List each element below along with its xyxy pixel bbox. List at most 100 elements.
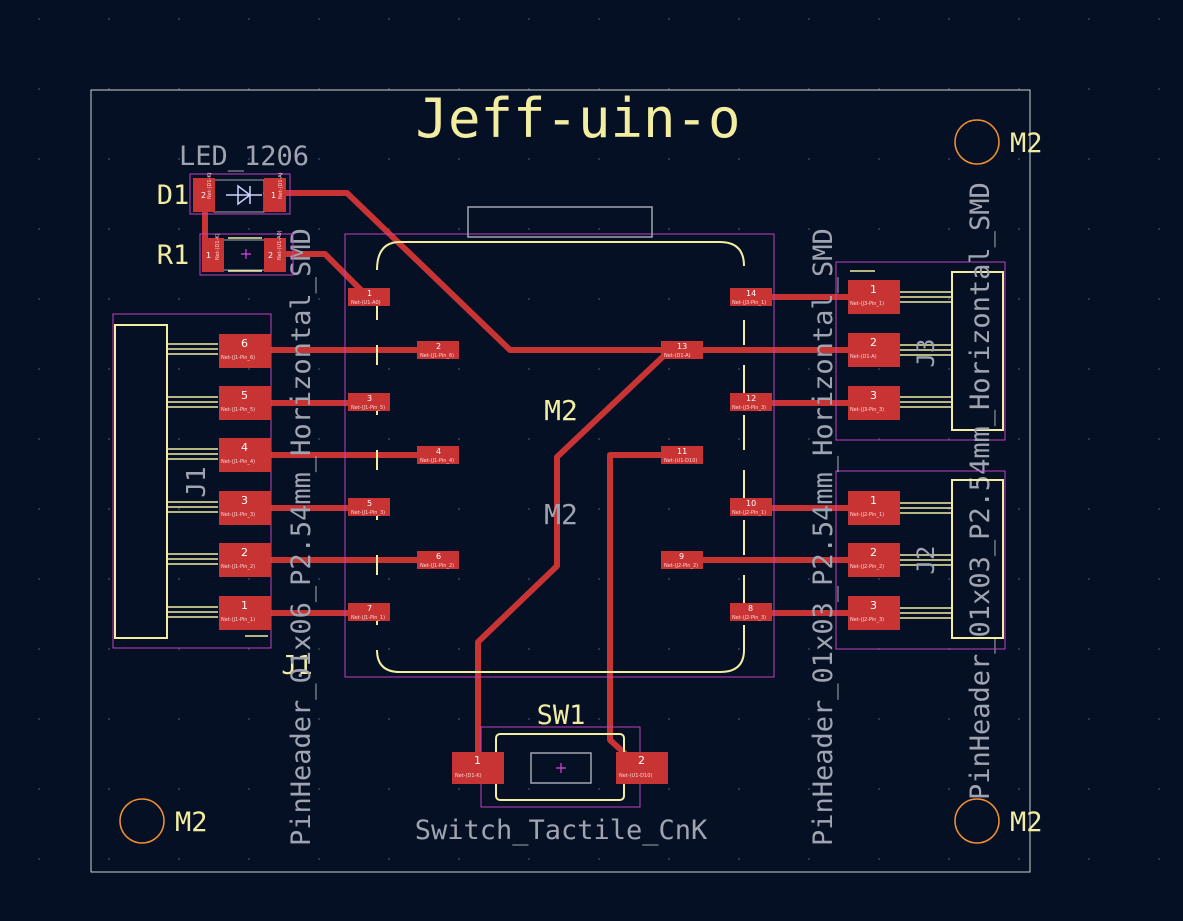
u1-pad-11-net: Net-(U1-D10) (664, 458, 697, 464)
grid-dot (598, 438, 600, 440)
grid-dot (878, 578, 880, 580)
j1-pad-4[interactable] (219, 438, 271, 472)
j2-fab-reference: J2 (912, 546, 940, 575)
mounting-hole-bottom-left[interactable] (119, 798, 165, 844)
j2-footprint[interactable]: J2 (835, 470, 1006, 650)
grid-dot (388, 578, 390, 580)
u1-pad-12-net: Net-(J3-Pin_3) (732, 405, 766, 411)
grid-dot (948, 788, 950, 790)
trace-sw1-2[interactable] (607, 452, 675, 771)
u1-pad-4-number: 4 (436, 447, 441, 456)
d1-reference: D1 (157, 180, 190, 211)
grid-dot (38, 158, 40, 160)
trace-r1-a0[interactable] (266, 251, 370, 299)
grid-dot (948, 858, 950, 860)
grid-dot (38, 508, 40, 510)
d1-pad-1-number: 1 (271, 191, 276, 200)
u1-pad-11[interactable] (661, 446, 703, 464)
j3-pad-3-number: 3 (870, 389, 877, 402)
j3-pad-1[interactable] (848, 280, 900, 314)
j3-pad-3[interactable] (848, 386, 900, 420)
j3-pad-1-net: Net-(J3-Pin_1) (850, 301, 884, 307)
trace-sw1-1[interactable] (475, 347, 673, 771)
board-title: Jeff-uin-o (415, 87, 740, 150)
grid-dot (178, 578, 180, 580)
d1-pad-1[interactable] (264, 178, 286, 212)
u1-pad-4-net: Net-(J1-Pin_4) (420, 458, 454, 464)
grid-dot (318, 578, 320, 580)
u1-pad-1[interactable] (348, 288, 390, 306)
u1-footprint[interactable]: M2 M2 (344, 206, 775, 678)
r1-footprint[interactable]: R1 (157, 233, 294, 276)
grid-dot (318, 228, 320, 230)
grid-dot (388, 18, 390, 20)
r1-pad-2[interactable] (264, 238, 286, 272)
grid-dot (738, 368, 740, 370)
d1-pad-2-number: 2 (201, 191, 206, 200)
trace-d1-a[interactable] (263, 190, 871, 353)
u1-pad-7[interactable] (348, 603, 390, 621)
u1-pad-14[interactable] (730, 288, 772, 306)
u1-pad-2[interactable] (417, 341, 459, 359)
sw1-pad-1[interactable] (452, 752, 504, 784)
j2-pad-1[interactable] (848, 491, 900, 525)
sw1-footprint[interactable]: SW1 Switch_Tactile_CnK (415, 700, 708, 846)
grid-dot (948, 228, 950, 230)
j1-pad-3[interactable] (219, 491, 271, 525)
j1-footprint[interactable]: J1 J1 PinHeader_01x06_P2.54mm_Horizontal… (112, 228, 317, 846)
j3-footprint[interactable]: J3 PinHeader_01x03_P2.54mm_Horizontal_SM… (835, 182, 1006, 800)
sw1-pad-2-net: Net-(U1-D10) (619, 773, 652, 779)
u1-pad-6[interactable] (417, 551, 459, 569)
d1-footprint[interactable]: LED_1206 D1 (157, 141, 309, 215)
j3-fab-reference: J3 (912, 339, 940, 368)
grid-dot (1158, 858, 1160, 860)
grid-dot (528, 718, 530, 720)
grid-dot (808, 158, 810, 160)
u1-pad-12[interactable] (730, 393, 772, 411)
u1-pad-3-net: Net-(J1-Pin_5) (351, 405, 385, 411)
u1-pad-8[interactable] (730, 603, 772, 621)
grid-dot (388, 648, 390, 650)
grid-dot (178, 858, 180, 860)
grid-dot (388, 718, 390, 720)
u1-pad-4[interactable] (417, 446, 459, 464)
grid-dot (1088, 438, 1090, 440)
u1-pad-11-number: 11 (677, 447, 687, 456)
u1-pad-5-number: 5 (367, 499, 372, 508)
mounting-hole-bottom-right[interactable] (954, 798, 1000, 844)
grid-dot (668, 508, 670, 510)
j1-pad-2[interactable] (219, 543, 271, 577)
u1-pad-9[interactable] (661, 551, 703, 569)
j1-pad-1[interactable] (219, 596, 271, 630)
u1-pad-12-number: 12 (746, 394, 756, 403)
j3-pad-2[interactable] (848, 333, 900, 367)
grid-dot (668, 228, 670, 230)
j2-pad-2[interactable] (848, 543, 900, 577)
j2-pad-3[interactable] (848, 596, 900, 630)
j1-pad-1-net: Net-(J1-Pin_1) (221, 617, 255, 623)
j3-pad-3-net: Net-(J3-Pin_3) (850, 407, 884, 413)
u1-pad-10[interactable] (730, 498, 772, 516)
grid-dot (178, 438, 180, 440)
grid-dot (948, 158, 950, 160)
r1-pad-1-net: Net-(D1-K) (215, 233, 221, 260)
grid-dot (108, 228, 110, 230)
r1-center-mark-icon (241, 249, 251, 259)
u1-pad-3[interactable] (348, 393, 390, 411)
u1-pad-13[interactable] (661, 341, 703, 359)
grid-dot (1158, 368, 1160, 370)
mounting-hole-top-right[interactable] (954, 119, 1000, 165)
sw1-pad-2[interactable] (616, 752, 668, 784)
grid-dot (528, 438, 530, 440)
r1-pad-1[interactable] (202, 238, 224, 272)
d1-pad-2[interactable] (193, 178, 215, 212)
j1-pad-5[interactable] (219, 386, 271, 420)
grid-dot (388, 788, 390, 790)
grid-dot (598, 298, 600, 300)
grid-dot (598, 858, 600, 860)
grid-dot (668, 718, 670, 720)
j1-pad-6[interactable] (219, 334, 271, 368)
u1-pad-5[interactable] (348, 498, 390, 516)
d1-value: LED_1206 (179, 141, 309, 172)
grid-dot (38, 368, 40, 370)
